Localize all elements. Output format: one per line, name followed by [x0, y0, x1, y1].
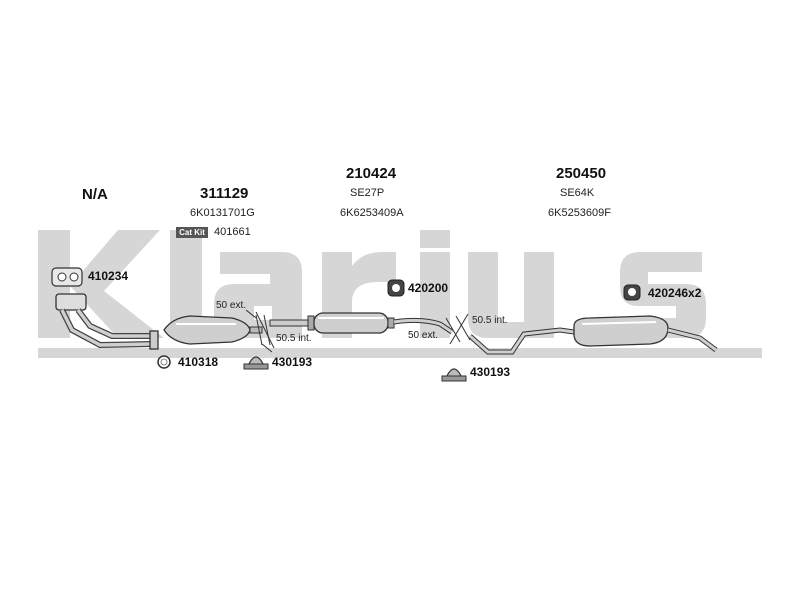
joint2-ext-note: 50 ext. [408, 330, 439, 341]
joint2-marker [445, 313, 471, 345]
centre-silencer-code: SE27P [350, 187, 385, 199]
fitting-410234: 410234 [88, 269, 129, 283]
fitting-420246: 420246x2 [648, 286, 702, 300]
centre-silencer-oe-ref: 6K6253409A [340, 207, 404, 219]
rear-silencer-part-number: 250450 [556, 165, 607, 182]
fitting-420200: 420200 [408, 281, 449, 295]
centre-silencer-drawing [269, 312, 454, 335]
ring-410318-icon [157, 355, 171, 369]
group-na-part-number: N/A [82, 186, 108, 203]
hanger-420200-icon [387, 279, 405, 297]
cat-kit-badge: Cat Kit [176, 227, 208, 238]
centre-silencer-part-number: 210424 [346, 165, 397, 182]
catalyst-oe-ref: 6K0131701G [190, 207, 255, 219]
clamp-430193-second-icon [441, 368, 467, 382]
clamp-430193-icon [243, 356, 269, 370]
rear-silencer-oe-ref: 6K5253609F [548, 207, 611, 219]
fitting-430193-second: 430193 [470, 365, 511, 379]
hanger-420246-icon [623, 284, 641, 301]
rear-silencer-drawing [468, 315, 718, 355]
joint2-int-note: 50.5 int. [472, 315, 508, 326]
rear-silencer-code: SE64K [560, 187, 595, 199]
joint1-marker [245, 309, 275, 353]
cat-kit-number: 401661 [214, 226, 251, 238]
fitting-430193: 430193 [272, 355, 313, 369]
fitting-410318: 410318 [178, 355, 219, 369]
catalyst-part-number: 311129 [200, 185, 249, 202]
gasket-410234-icon [51, 267, 83, 287]
catalytic-converter-drawing [163, 315, 263, 345]
joint1-int-note: 50.5 int. [276, 333, 312, 344]
joint1-ext-note: 50 ext. [216, 300, 247, 311]
front-pipe-drawing [55, 293, 159, 350]
